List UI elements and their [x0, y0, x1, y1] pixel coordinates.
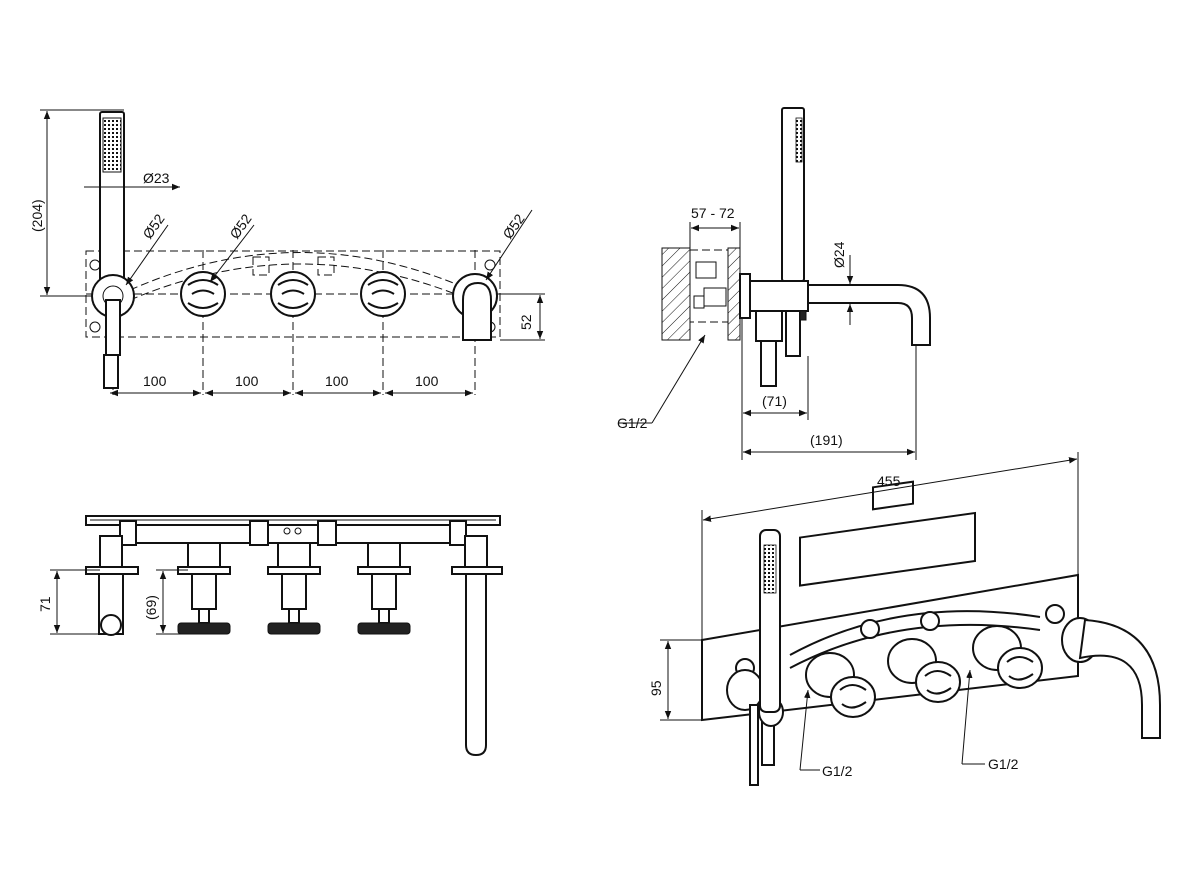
top-valve-right — [357, 542, 411, 635]
hose-arc — [129, 252, 471, 291]
wall-section — [661, 247, 691, 341]
dim-71-side: (71) — [762, 393, 787, 409]
iso-handle-middle — [887, 638, 961, 703]
dim-71-top: 71 — [37, 596, 53, 612]
dim-100-2: 100 — [235, 373, 259, 389]
label-g12-iso-right: G1/2 — [988, 756, 1019, 772]
dim-57-72: 57 - 72 — [691, 205, 735, 221]
side-view: 57 - 72 Ø24 (71) (191) G1/2 — [617, 107, 931, 460]
spout — [462, 281, 492, 341]
dim-191: (191) — [810, 432, 843, 448]
side-spout — [807, 284, 931, 346]
diverter-handle — [105, 299, 121, 356]
top-valve-middle — [267, 542, 321, 635]
top-view: 71 (69) — [37, 515, 503, 757]
isometric-view: 455 95 G1/2 G1/2 — [648, 452, 1161, 786]
handle-right — [360, 271, 406, 317]
dim-95: 95 — [648, 680, 664, 696]
dim-d24: Ø24 — [831, 241, 847, 268]
handle-left — [180, 271, 226, 317]
mixer-body — [749, 280, 809, 312]
top-spout — [465, 573, 487, 757]
iso-spout — [1078, 618, 1161, 739]
hose-end — [103, 354, 119, 389]
label-g12-side: G1/2 — [617, 415, 648, 431]
dim-69: (69) — [143, 595, 159, 620]
dim-100-3: 100 — [325, 373, 349, 389]
dim-455: 455 — [877, 473, 901, 489]
dim-d52-mid: Ø52 — [226, 211, 254, 242]
front-view: 100 100 100 100 (204) Ø23 Ø52 Ø52 Ø52 52 — [29, 109, 545, 397]
iso-handle-right — [972, 625, 1043, 689]
dim-100-4: 100 — [415, 373, 439, 389]
iso-handle-left — [805, 652, 876, 718]
label-g12-iso-left: G1/2 — [822, 763, 853, 779]
shower-head-grid — [102, 117, 122, 173]
top-valve-left — [177, 542, 231, 635]
screw-icon — [484, 259, 496, 271]
dim-204: (204) — [29, 199, 45, 232]
handle-middle — [270, 271, 316, 317]
screw-icon — [89, 259, 101, 271]
screw-icon — [89, 321, 101, 333]
dim-d23: Ø23 — [143, 170, 170, 186]
dim-d52-right: Ø52 — [499, 211, 527, 242]
dim-d52-left: Ø52 — [139, 211, 167, 242]
dim-52: 52 — [518, 314, 534, 330]
tile-section — [727, 247, 741, 341]
dim-100-1: 100 — [143, 373, 167, 389]
